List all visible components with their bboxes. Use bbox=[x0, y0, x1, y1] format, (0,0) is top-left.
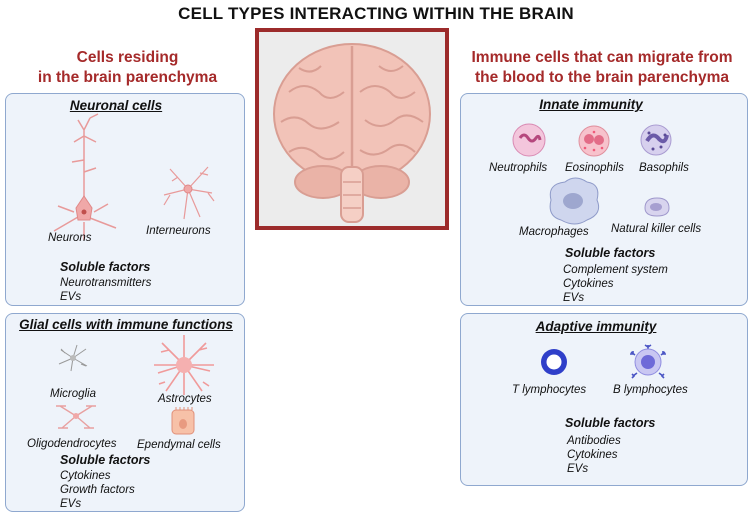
adaptive-soluble-item: Cytokines bbox=[567, 449, 618, 461]
left-column-heading: Cells residing in the brain parenchyma bbox=[10, 48, 245, 88]
eosinophils-label: Eosinophils bbox=[565, 162, 624, 174]
adaptive-soluble-factors-title: Soluble factors bbox=[565, 416, 656, 430]
glial-cells-panel: Glial cells with immune functions Microg… bbox=[5, 313, 245, 512]
innate-soluble-item: Cytokines bbox=[563, 278, 614, 290]
glial-soluble-factors-title: Soluble factors bbox=[60, 453, 151, 467]
glial-soluble-item: Cytokines bbox=[60, 470, 111, 482]
interneurons-label: Interneurons bbox=[146, 225, 211, 237]
oligodendrocytes-label: Oligodendrocytes bbox=[27, 438, 117, 450]
adaptive-panel-title: Adaptive immunity bbox=[535, 319, 657, 334]
neuronal-soluble-factors-title: Soluble factors bbox=[60, 260, 151, 274]
b-lymphocytes-label: B lymphocytes bbox=[613, 384, 688, 396]
ependymal-cell-icon bbox=[171, 407, 195, 435]
eosinophil-icon bbox=[578, 125, 610, 157]
glial-soluble-item: Growth factors bbox=[60, 484, 135, 496]
neutrophil-icon bbox=[512, 123, 546, 157]
macrophages-label: Macrophages bbox=[519, 226, 589, 238]
t-lymphocytes-label: T lymphocytes bbox=[512, 384, 587, 396]
right-column-heading: Immune cells that can migrate from the b… bbox=[452, 48, 752, 88]
neuronal-panel-title: Neuronal cells bbox=[69, 98, 163, 113]
glial-panel-title: Glial cells with immune functions bbox=[19, 317, 233, 332]
left-heading-line-1: Cells residing bbox=[76, 49, 179, 66]
neuronal-soluble-item: EVs bbox=[60, 291, 82, 303]
natural-killer-cell-icon bbox=[644, 197, 670, 217]
innate-soluble-item: EVs bbox=[563, 292, 585, 304]
natural-killer-cells-label: Natural killer cells bbox=[611, 223, 702, 235]
innate-soluble-factors-title: Soluble factors bbox=[565, 246, 656, 260]
basophil-icon bbox=[640, 124, 672, 156]
brain-icon bbox=[273, 43, 431, 223]
neuron-icon bbox=[53, 113, 117, 240]
macrophage-icon bbox=[549, 177, 600, 225]
adaptive-immunity-panel: Adaptive immunity T lymphocytes B lympho… bbox=[460, 313, 748, 486]
astrocyte-icon bbox=[154, 335, 214, 395]
ependymal-cells-label: Ependymal cells bbox=[137, 439, 221, 451]
t-lymphocyte-icon bbox=[541, 349, 567, 375]
adaptive-soluble-item: Antibodies bbox=[567, 435, 621, 447]
adaptive-soluble-item: EVs bbox=[567, 463, 589, 475]
basophils-label: Basophils bbox=[639, 162, 689, 174]
b-lymphocyte-icon bbox=[630, 344, 666, 379]
left-heading-line-2: in the brain parenchyma bbox=[37, 69, 218, 86]
brain-illustration-frame bbox=[255, 28, 449, 230]
glial-soluble-item: EVs bbox=[60, 498, 82, 510]
microglia-label: Microglia bbox=[50, 388, 97, 400]
microglia-icon bbox=[58, 344, 88, 372]
innate-immunity-panel: Innate immunity Neutrophils Eosinophils … bbox=[460, 93, 748, 306]
oligodendrocyte-icon bbox=[56, 405, 96, 429]
right-heading-line-2: the blood to the brain parenchyma bbox=[474, 69, 730, 86]
neuronal-cells-panel: Neuronal cells Neurons Interneurons Solu… bbox=[5, 93, 245, 306]
astrocytes-label: Astrocytes bbox=[158, 393, 212, 405]
right-heading-line-1: Immune cells that can migrate from bbox=[471, 49, 733, 66]
innate-soluble-item: Complement system bbox=[563, 264, 668, 276]
innate-panel-title: Innate immunity bbox=[539, 97, 643, 112]
neuronal-soluble-item: Neurotransmitters bbox=[60, 277, 152, 289]
neutrophils-label: Neutrophils bbox=[489, 162, 548, 174]
neurons-label: Neurons bbox=[48, 232, 92, 244]
main-title: CELL TYPES INTERACTING WITHIN THE BRAIN bbox=[178, 4, 574, 23]
interneuron-icon bbox=[163, 166, 215, 220]
